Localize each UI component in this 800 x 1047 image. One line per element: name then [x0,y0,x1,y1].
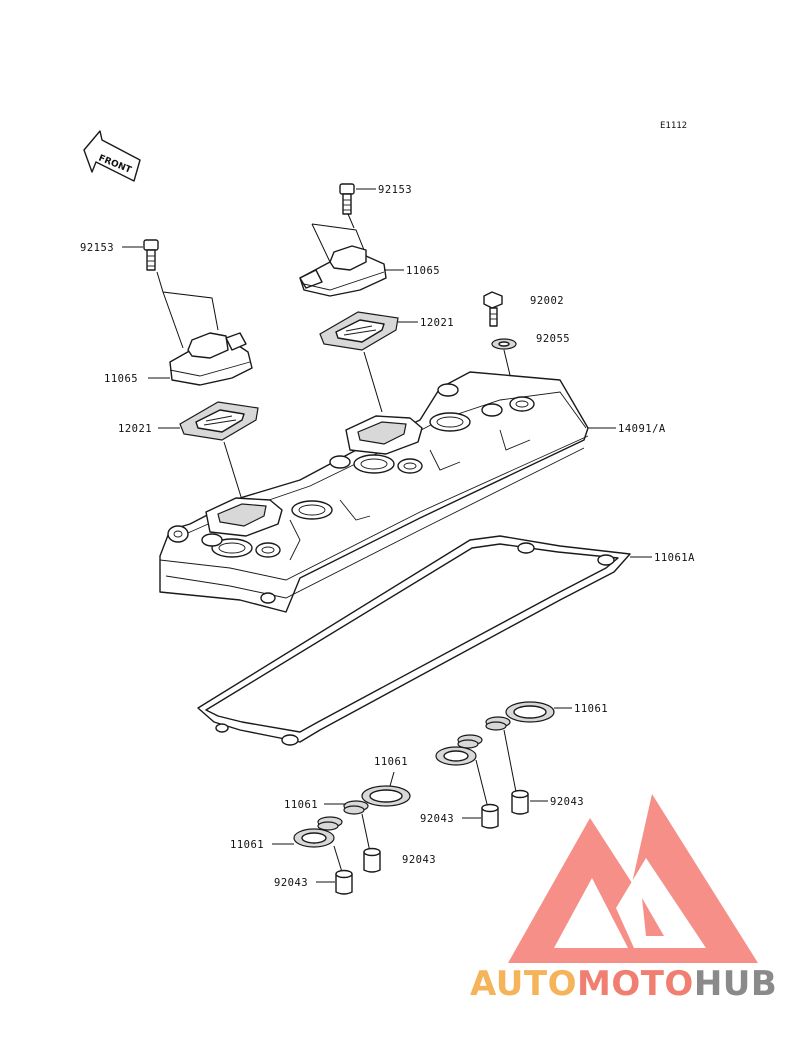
label-collar-b: 92043 [550,796,584,808]
triangle-logo-icon [508,794,758,963]
bolt-right [339,183,355,215]
label-cover-bolt: 92002 [530,295,564,307]
breather-cover-right [299,245,387,297]
svg-text:AUTOMOTOHUB: AUTOMOTOHUB [470,964,777,1004]
plug-gasket-right-large [505,701,555,723]
washer [491,338,517,350]
plug-gasket-right-medium [435,746,477,766]
collar-left-b [363,847,381,873]
label-plug-gasket-a: 11061 [574,703,608,715]
plug-gasket-left-medium [293,828,335,848]
plug-gasket-right-small [457,716,511,749]
reed-valve-right [319,311,399,351]
collar-right-a [481,803,499,829]
cylinder-head-cover [159,371,589,613]
logo-text-moto: MOTO [577,964,694,1004]
bolt-left [143,239,159,271]
breather-cover-left [169,332,253,386]
label-reed-valve-right: 12021 [420,317,454,329]
label-plug-gasket-c: 11061 [284,799,318,811]
label-cylinder-head-cover: 14091/A [618,423,666,435]
automotohub-logo: AUTOMOTOHUB [470,794,777,1004]
label-cover-gasket: 11061A [654,552,695,564]
label-reed-valve-left: 12021 [118,423,152,435]
reed-valve-left [179,401,259,441]
label-collar-d: 92043 [402,854,436,866]
collar-right-b [511,789,529,815]
label-bolt-right: 92153 [378,184,412,196]
label-collar-a: 92043 [420,813,454,825]
cover-bolt [483,291,503,327]
label-plug-gasket-d: 11061 [230,839,264,851]
label-collar-c: 92043 [274,877,308,889]
front-arrow-icon: FRONT [83,130,141,182]
diagram-code: E1112 [660,121,687,131]
plug-gasket-left-small [317,800,369,831]
logo-text-auto: AUTO [470,964,577,1004]
label-washer: 92055 [536,333,570,345]
logo-text-hub: HUB [694,964,777,1004]
label-breather-cover-left: 11065 [104,373,138,385]
collar-left-a [335,869,353,895]
cover-gasket [197,535,631,746]
label-plug-gasket-b: 11061 [374,756,408,768]
plug-gasket-left-large [361,785,411,807]
label-bolt-left: 92153 [80,242,114,254]
label-breather-cover-right: 11065 [406,265,440,277]
